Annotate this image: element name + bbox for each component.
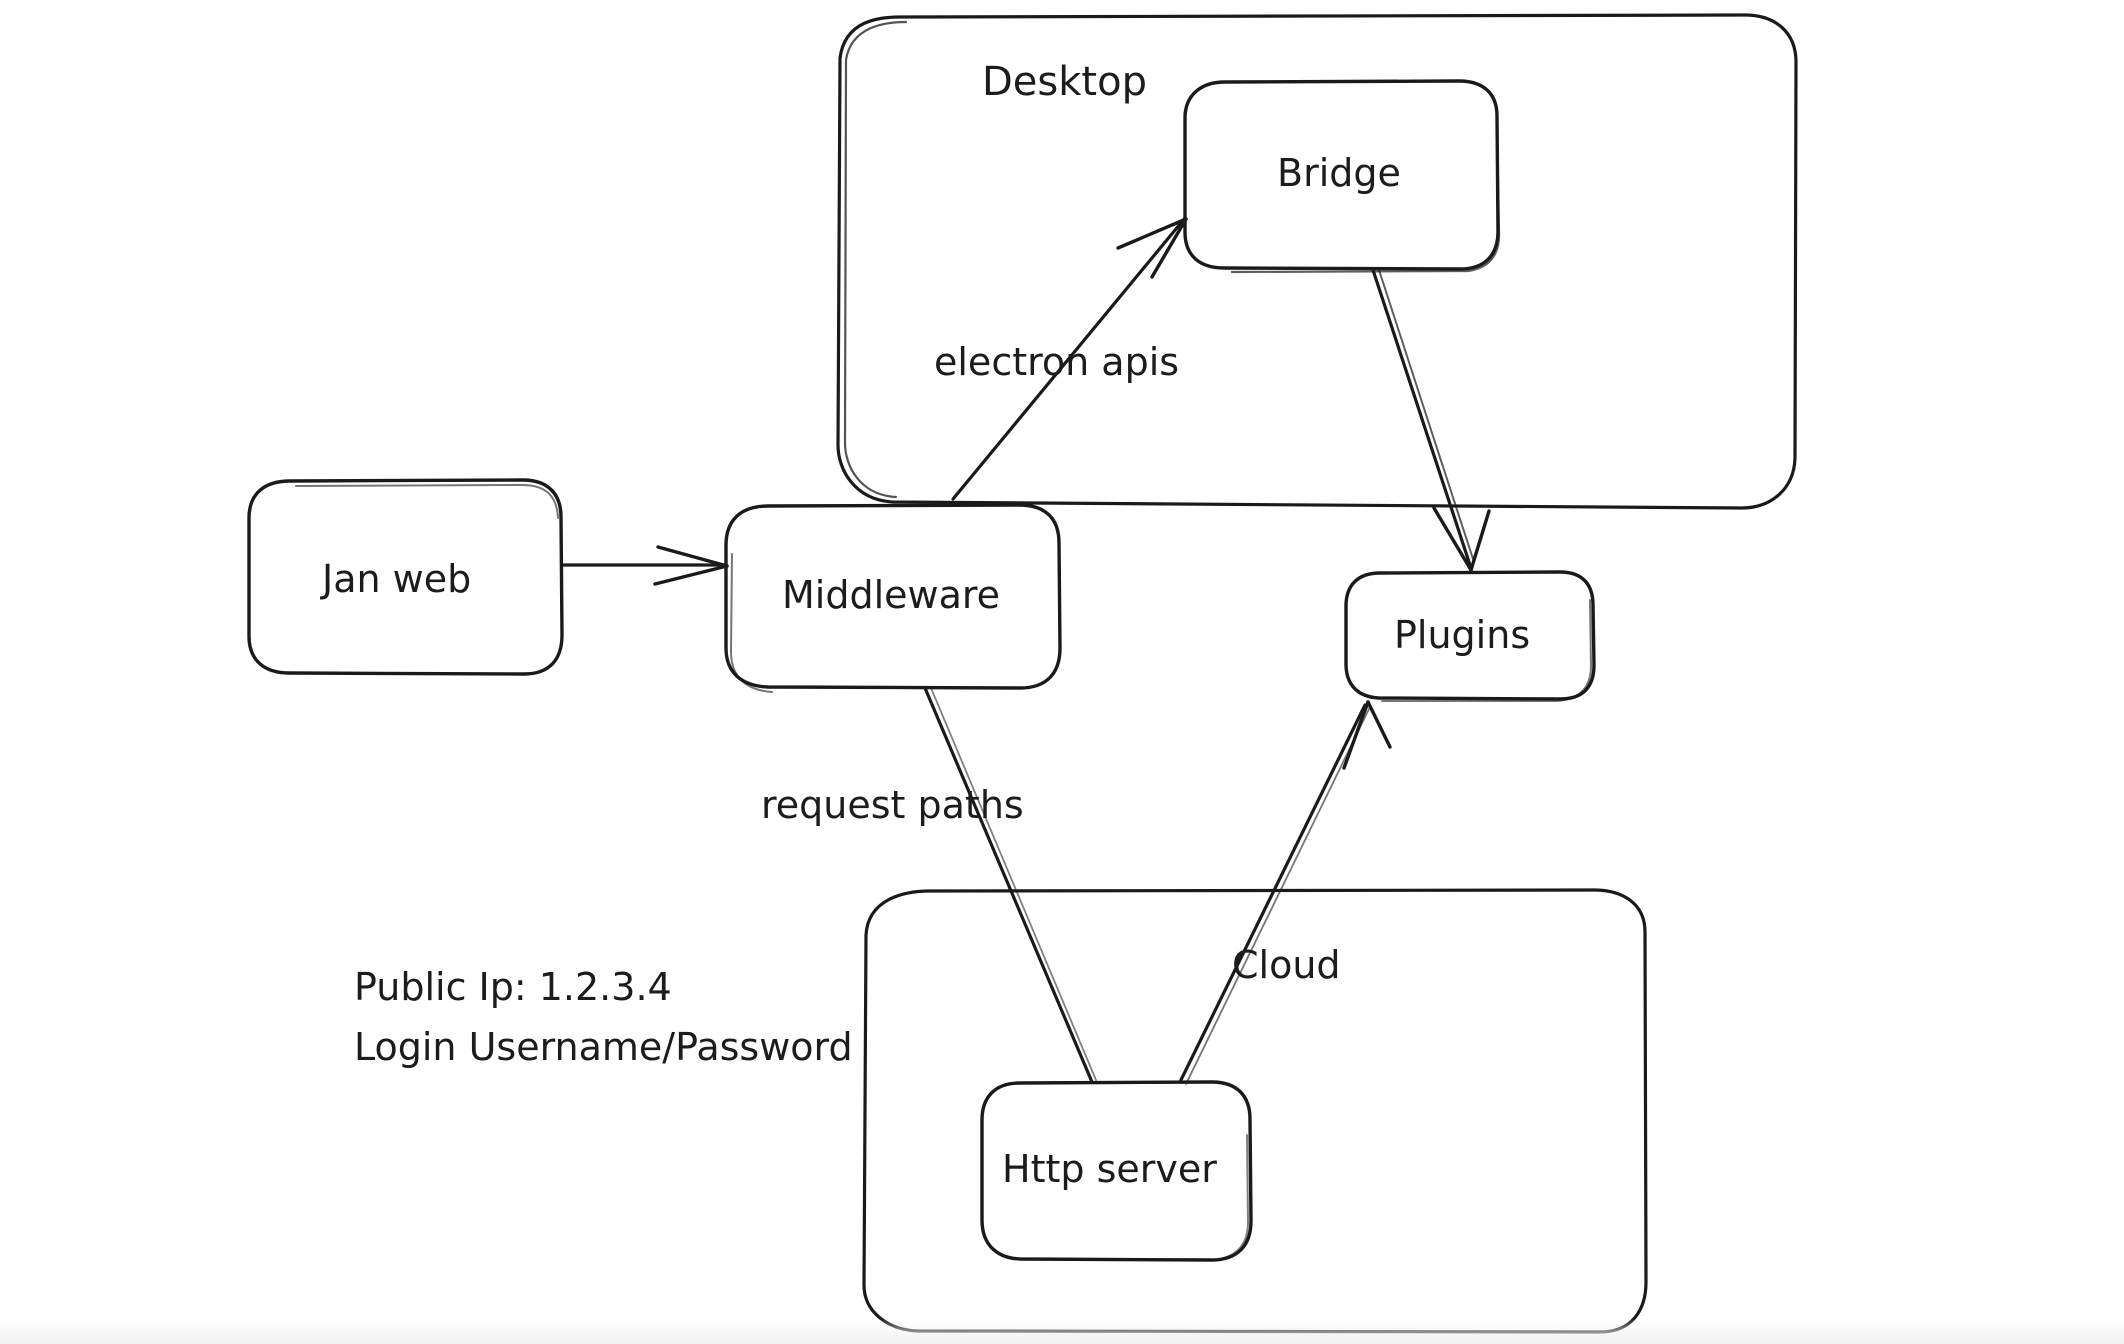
node-label-middleware: Middleware	[782, 573, 1000, 617]
notes-block: Public Ip: 1.2.3.4 Login Username/Passwo…	[354, 965, 853, 1069]
node-middleware[interactable]: Middleware	[724, 503, 1062, 693]
node-label-jan-web: Jan web	[320, 557, 471, 601]
edge-middleware-to-http-server: request paths	[761, 686, 1097, 1084]
note-login: Login Username/Password	[354, 1025, 853, 1069]
edge-bridge-to-plugins	[1371, 268, 1491, 572]
node-label-bridge: Bridge	[1277, 151, 1401, 195]
node-label-plugins: Plugins	[1394, 613, 1530, 657]
group-label-desktop: Desktop	[982, 59, 1147, 105]
node-http-server[interactable]: Http server	[980, 1080, 1253, 1262]
edge-middleware-to-bridge: electron apis	[934, 216, 1188, 501]
note-public-ip: Public Ip: 1.2.3.4	[354, 965, 672, 1009]
edge-label-request-paths: request paths	[761, 783, 1024, 827]
group-desktop[interactable]: Desktop	[836, 13, 1798, 510]
edge-label-electron-apis: electron apis	[934, 340, 1179, 384]
edge-jan-web-to-middleware	[560, 545, 729, 586]
edge-label-cloud: Cloud	[1232, 943, 1341, 987]
node-bridge[interactable]: Bridge	[1183, 79, 1501, 274]
node-label-http-server: Http server	[1002, 1147, 1217, 1191]
edge-http-server-to-plugins: Cloud	[1178, 700, 1392, 1085]
node-plugins[interactable]: Plugins	[1344, 570, 1596, 702]
node-jan-web[interactable]: Jan web	[247, 478, 564, 676]
